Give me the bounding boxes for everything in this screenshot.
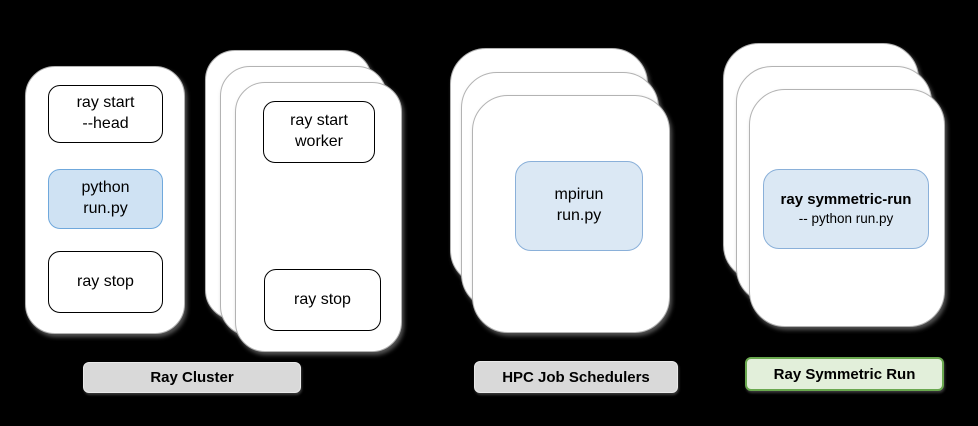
- symmetric-card-front: ray symmetric-run -- python run.py: [749, 89, 945, 327]
- worker-card-front: ray start worker ray stop: [235, 82, 402, 352]
- cmd-line: ray start: [76, 94, 135, 112]
- head-node-card: ray start --head python run.py ray stop: [25, 66, 185, 334]
- cmd-line: ray stop: [77, 272, 134, 290]
- cmd-line: --head: [82, 115, 129, 132]
- cmd-python-run: python run.py: [48, 169, 163, 229]
- cmd-ray-stop-head: ray stop: [48, 251, 163, 313]
- cmd-line-title: ray symmetric-run: [780, 191, 912, 209]
- label-ray-cluster: Ray Cluster: [83, 362, 301, 393]
- label-hpc-job-schedulers: HPC Job Schedulers: [474, 361, 678, 393]
- cmd-ray-stop-worker: ray stop: [264, 269, 381, 331]
- cmd-line: worker: [294, 133, 343, 150]
- cmd-line: ray start: [290, 112, 348, 130]
- cmd-line: mpirun: [554, 186, 604, 204]
- hpc-card-front: mpirun run.py: [472, 95, 670, 333]
- cmd-line: run.py: [83, 200, 128, 217]
- cmd-line: python: [81, 179, 130, 197]
- cmd-ray-start-worker: ray start worker: [263, 101, 375, 163]
- cmd-line: ray stop: [294, 290, 351, 308]
- cmd-ray-start-head: ray start --head: [48, 85, 163, 143]
- label-ray-symmetric-run: Ray Symmetric Run: [745, 357, 944, 391]
- cmd-mpirun-run: mpirun run.py: [515, 161, 643, 251]
- cmd-line: run.py: [556, 207, 602, 224]
- cmd-line-sub: -- python run.py: [798, 210, 894, 226]
- cmd-ray-symmetric-run: ray symmetric-run -- python run.py: [763, 169, 929, 249]
